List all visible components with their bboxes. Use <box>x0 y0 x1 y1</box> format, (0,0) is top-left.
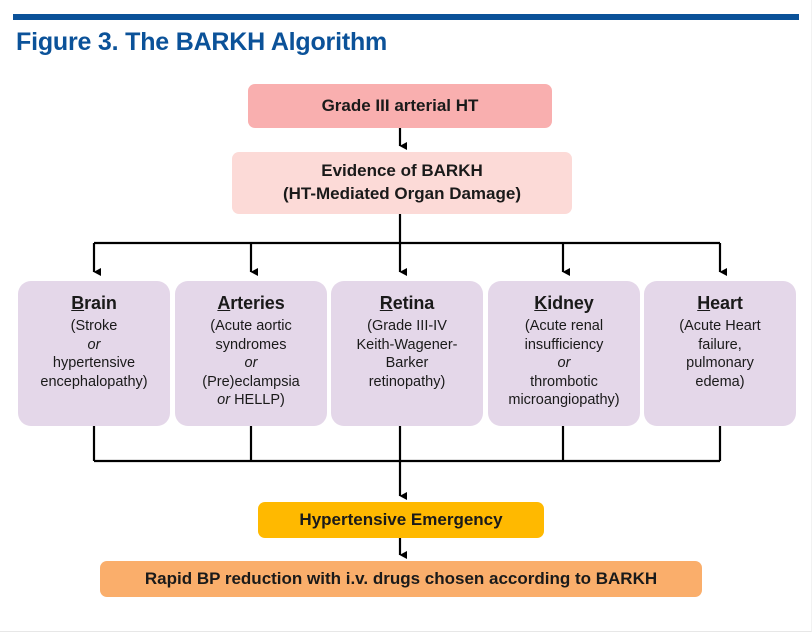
header-rule <box>13 14 799 20</box>
organ-desc-arteries: (Acute aortic syndromes or (Pre)eclampsi… <box>181 317 321 410</box>
organ-desc-line: syndromes <box>215 336 287 353</box>
organ-box-kidney: Kidney (Acute renal insufficiency or thr… <box>488 281 640 426</box>
node-rapid-bp-reduction: Rapid BP reduction with i.v. drugs chose… <box>100 561 702 597</box>
node-grade-iii-arterial-ht: Grade III arterial HT <box>248 84 552 128</box>
organ-title-heart: Heart <box>650 292 790 315</box>
organ-desc-line: hypertensive <box>52 355 136 372</box>
organ-title-retina: Retina <box>337 292 477 315</box>
organ-title-brain: Brain <box>24 292 164 315</box>
organ-box-retina: Retina (Grade III-IV Keith-Wagener- Bark… <box>331 281 483 426</box>
organ-rest-arteries: rteries <box>230 293 285 313</box>
organ-desc-line: or <box>244 355 258 372</box>
organ-desc-line: or <box>87 336 101 353</box>
organ-desc-kidney: (Acute renal insufficiency or thrombotic… <box>494 317 634 410</box>
organ-rest-brain: rain <box>84 293 117 313</box>
organ-desc-retina: (Grade III-IV Keith-Wagener- Barker reti… <box>337 317 477 391</box>
organ-rest-kidney: idney <box>547 293 594 313</box>
organ-initial-k: K <box>534 293 548 313</box>
organ-desc-line: microangiopathy) <box>508 392 620 409</box>
organ-desc-line: Keith-Wagener- <box>356 336 458 353</box>
organ-desc-line: (Pre)eclampsia <box>202 373 300 390</box>
organ-desc-line: (Acute aortic <box>210 318 292 335</box>
organ-title-kidney: Kidney <box>494 292 634 315</box>
organ-desc-line: insufficiency <box>524 336 604 353</box>
organ-desc-line: edema) <box>695 373 745 390</box>
organ-desc-line: or <box>557 355 571 372</box>
node-hypertensive-emergency: Hypertensive Emergency <box>258 502 544 538</box>
node-evidence-line2: (HT-Mediated Organ Damage) <box>282 184 522 203</box>
organ-initial-r: R <box>379 293 393 313</box>
organ-desc-line: pulmonary <box>686 355 754 372</box>
organ-desc-line: retinopathy) <box>368 373 446 390</box>
organ-desc-heart: (Acute Heart failure, pulmonary edema) <box>650 317 790 391</box>
node-emergency-label: Hypertensive Emergency <box>299 510 503 529</box>
organ-desc-line: (Stroke <box>70 318 118 335</box>
organ-desc-line: failure, <box>698 336 742 353</box>
organ-initial-b: B <box>71 293 85 313</box>
organ-desc-line: (Acute Heart <box>679 318 761 335</box>
node-evidence-line1: Evidence of BARKH <box>321 161 483 181</box>
organ-desc-line: thrombotic <box>530 373 598 390</box>
organ-desc-line: encephalopathy) <box>40 373 148 390</box>
organ-desc-line: (Acute renal <box>524 318 604 335</box>
organ-initial-h: H <box>697 293 711 313</box>
organ-box-brain: Brain (Stroke or hypertensive encephalop… <box>18 281 170 426</box>
figure-title: Figure 3. The BARKH Algorithm <box>16 28 388 56</box>
node-grade-label: Grade III arterial HT <box>321 96 479 115</box>
node-rapid-label: Rapid BP reduction with i.v. drugs chose… <box>144 569 658 588</box>
organ-rest-heart: eart <box>710 293 743 313</box>
organ-rest-retina: etina <box>392 293 435 313</box>
node-evidence-of-barkh: Evidence of BARKH (HT-Mediated Organ Dam… <box>232 152 572 214</box>
organ-desc-brain: (Stroke or hypertensive encephalopathy) <box>24 317 164 391</box>
organ-desc-line-hellp: or HELLP) <box>217 392 285 409</box>
organ-initial-a: A <box>217 293 231 313</box>
organ-box-heart: Heart (Acute Heart failure, pulmonary ed… <box>644 281 796 426</box>
organ-box-arteries: Arteries (Acute aortic syndromes or (Pre… <box>175 281 327 426</box>
organ-desc-line: (Grade III-IV <box>367 318 447 335</box>
organ-title-arteries: Arteries <box>181 292 321 315</box>
organ-desc-line: Barker <box>385 355 429 372</box>
